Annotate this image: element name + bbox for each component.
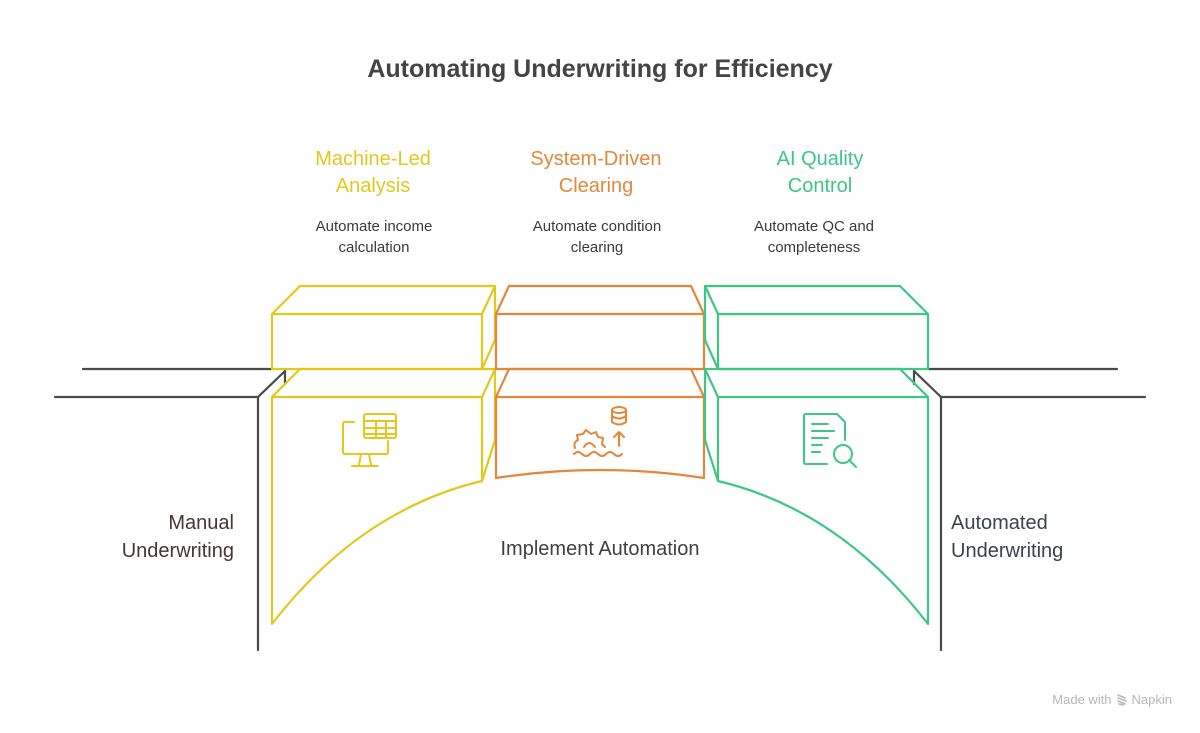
stage-2-desc-line1: Automate condition [532,218,662,235]
stage-1-desc-line2: calculation [338,239,410,256]
stage-1-upper-block [270,284,497,371]
footer-watermark: Made with Napkin [1052,692,1172,707]
stage-3-title-line1: AI Quality [776,148,864,170]
stage-3-desc-line1: Automate QC and [753,218,875,235]
stage-2-upper-block [494,284,706,371]
right-cliff-bevel [912,369,943,399]
start-label-line1: Manual [168,512,234,534]
gear-database-upload-icon [573,406,627,457]
stage-3-desc-line2: completeness [767,239,861,256]
stage-3-description: Automate QC and completeness [704,216,924,258]
computer-spreadsheet-icon [342,413,397,467]
stage-1-title-line2: Analysis [335,175,411,197]
stage-2-blocks [494,284,706,480]
end-label-line2: Underwriting [951,540,1064,562]
stage-3-lower-block [703,367,930,626]
stage-2-title: System-Driven Clearing [486,146,706,200]
stage-2-title-line2: Clearing [558,175,634,197]
stage-1-title-line1: Machine-Led [315,148,431,170]
stage-1-desc-line1: Automate income [315,218,433,235]
footer-text: Made with [1052,692,1112,707]
start-label: Manual Underwriting [122,509,234,565]
right-cliff [912,367,1147,652]
diagram-title: Automating Underwriting for Efficiency [367,55,833,83]
end-label-line1: Automated [951,512,1048,534]
stage-1-lower-block [270,367,497,626]
left-cliff [53,367,287,652]
stage-2-desc-line2: clearing [570,239,624,256]
bridge-label: Implement Automation [500,538,700,560]
napkin-logo-icon [1116,694,1127,706]
stage-3-blocks [703,284,930,626]
stage-3-title-line2: Control [787,175,853,197]
stage-1-description: Automate income calculation [264,216,484,258]
end-label: Automated Underwriting [951,509,1063,565]
stage-3-title: AI Quality Control [710,146,930,200]
footer-brand: Napkin [1131,692,1172,707]
stage-1-title: Machine-Led Analysis [263,146,483,200]
document-search-icon [803,413,857,468]
stage-2-title-line1: System-Driven [530,148,662,170]
stage-2-lower-block [494,367,706,480]
stage-2-description: Automate condition clearing [487,216,707,258]
start-label-line2: Underwriting [121,540,234,562]
left-cliff-bevel [256,369,287,399]
stage-1-blocks [270,284,497,626]
stage-3-upper-block [703,284,930,371]
